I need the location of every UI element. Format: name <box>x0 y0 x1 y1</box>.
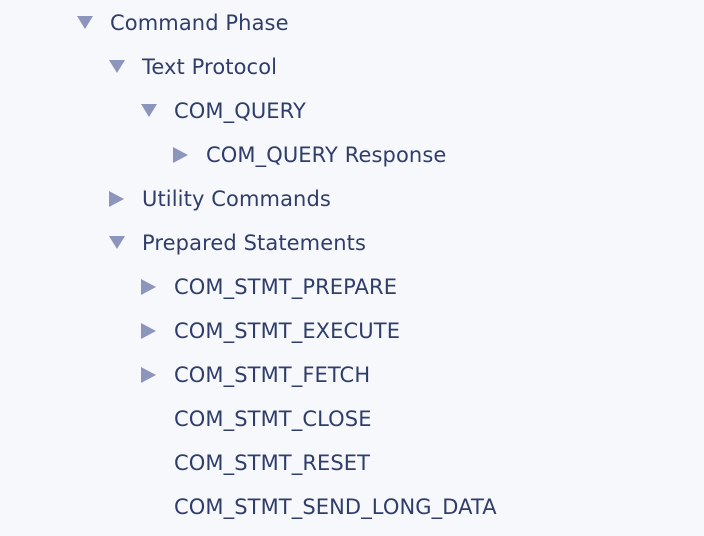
triangle-right-icon[interactable] <box>140 353 160 397</box>
tree-node-label: COM_QUERY Response <box>206 143 447 167</box>
tree-node-label: COM_QUERY <box>174 99 306 123</box>
tree-node-label: COM_STMT_EXECUTE <box>174 319 401 343</box>
tree-node-label: COM_STMT_SEND_LONG_DATA <box>174 495 497 519</box>
tree-node-label: Utility Commands <box>142 187 331 211</box>
triangle-right-icon[interactable] <box>140 265 160 309</box>
tree-node-label: Prepared Statements <box>142 231 367 255</box>
tree-node-label: COM_STMT_RESET <box>174 451 371 475</box>
triangle-down-icon[interactable] <box>140 89 160 133</box>
triangle-down-icon[interactable] <box>76 1 96 45</box>
triangle-down-icon[interactable] <box>108 221 128 265</box>
tree-node-label: COM_STMT_CLOSE <box>174 407 372 431</box>
tree-node-label: Command Phase <box>110 11 289 35</box>
tree-node-label: Text Protocol <box>142 55 278 79</box>
tree-node-label: COM_STMT_PREPARE <box>174 275 398 299</box>
triangle-down-icon[interactable] <box>108 45 128 89</box>
triangle-right-icon[interactable] <box>140 309 160 353</box>
triangle-right-icon[interactable] <box>172 133 192 177</box>
triangle-right-icon[interactable] <box>108 177 128 221</box>
tree-node-label: COM_STMT_FETCH <box>174 363 371 387</box>
